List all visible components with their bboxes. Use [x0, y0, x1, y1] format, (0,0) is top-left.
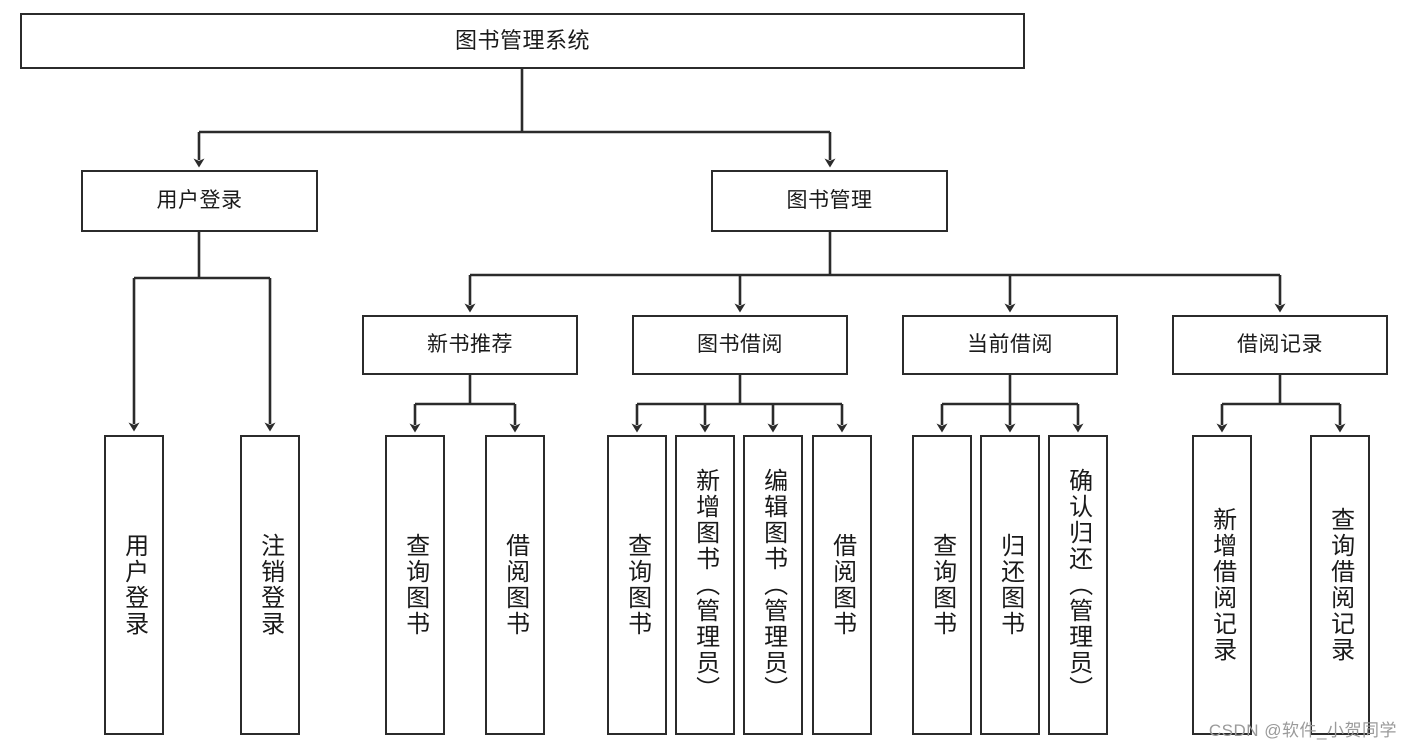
node-label: 确认归还（管理员）	[1064, 468, 1092, 702]
leaf-edit-book-admin[interactable]: 编辑图书（管理员）	[743, 435, 803, 735]
node-label: 新书推荐	[427, 332, 513, 356]
node-user-login[interactable]: 用户登录	[81, 170, 318, 232]
node-label: 用户登录	[120, 533, 148, 637]
leaf-query-books-recommend[interactable]: 查询图书	[385, 435, 445, 735]
node-label: 归还图书	[996, 533, 1024, 637]
node-label: 借阅图书	[828, 533, 856, 637]
node-book-borrowing[interactable]: 图书借阅	[632, 315, 848, 375]
node-current-borrowing[interactable]: 当前借阅	[902, 315, 1118, 375]
node-label: 查询图书	[401, 533, 429, 637]
leaf-query-books-current[interactable]: 查询图书	[912, 435, 972, 735]
node-root-library-management-system[interactable]: 图书管理系统	[20, 13, 1025, 69]
leaf-add-borrow-record[interactable]: 新增借阅记录	[1192, 435, 1252, 735]
leaf-user-login[interactable]: 用户登录	[104, 435, 164, 735]
leaf-query-borrow-record[interactable]: 查询借阅记录	[1310, 435, 1370, 735]
leaf-return-books[interactable]: 归还图书	[980, 435, 1040, 735]
leaf-add-book-admin[interactable]: 新增图书（管理员）	[675, 435, 735, 735]
node-label: 新增图书（管理员）	[691, 468, 719, 702]
node-label: 注销登录	[256, 533, 284, 637]
node-label: 查询图书	[928, 533, 956, 637]
node-label: 图书管理系统	[454, 28, 590, 54]
node-label: 查询借阅记录	[1326, 507, 1354, 663]
node-label: 借阅记录	[1237, 332, 1323, 356]
node-label: 当前借阅	[967, 332, 1053, 356]
leaf-borrow-books-recommend[interactable]: 借阅图书	[485, 435, 545, 735]
watermark-text: CSDN @软件_小贺同学	[1208, 721, 1397, 740]
node-label: 编辑图书（管理员）	[759, 468, 787, 702]
node-new-book-recommendation[interactable]: 新书推荐	[362, 315, 578, 375]
node-label: 图书借阅	[697, 332, 783, 356]
node-label: 查询图书	[623, 533, 651, 637]
leaf-query-books-borrow[interactable]: 查询图书	[607, 435, 667, 735]
leaf-confirm-return-admin[interactable]: 确认归还（管理员）	[1048, 435, 1108, 735]
node-label: 图书管理	[786, 188, 873, 212]
node-label: 新增借阅记录	[1208, 507, 1236, 663]
node-label: 借阅图书	[501, 533, 529, 637]
node-label: 用户登录	[156, 188, 243, 212]
node-borrow-records[interactable]: 借阅记录	[1172, 315, 1388, 375]
leaf-borrow-books[interactable]: 借阅图书	[812, 435, 872, 735]
node-book-management[interactable]: 图书管理	[711, 170, 948, 232]
leaf-logout[interactable]: 注销登录	[240, 435, 300, 735]
